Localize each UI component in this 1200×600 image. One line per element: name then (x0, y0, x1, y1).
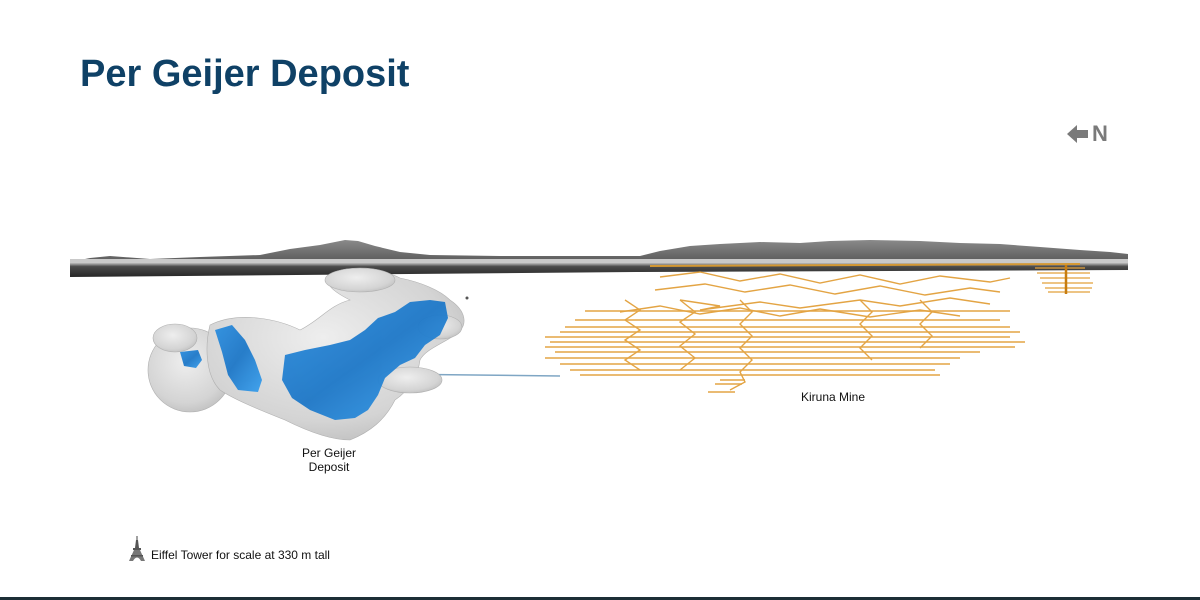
kiruna-mine-tunnels (545, 263, 1081, 393)
satellite-tunnels (1035, 265, 1093, 294)
scale-note: Eiffel Tower for scale at 330 m tall (127, 536, 330, 562)
kiruna-mine-label: Kiruna Mine (800, 390, 866, 404)
north-label: N (1092, 121, 1108, 146)
marker-dot (465, 296, 469, 300)
north-indicator: N (1067, 121, 1108, 147)
terrain-surface (70, 240, 1128, 277)
per-geijer-ore-body (180, 300, 448, 420)
footer-divider (0, 597, 1200, 600)
page-title: Per Geijer Deposit (80, 53, 410, 95)
scale-note-text: Eiffel Tower for scale at 330 m tall (151, 548, 330, 562)
eiffel-tower-icon (129, 536, 145, 561)
per-geijer-label: Per Geijer Deposit (284, 446, 374, 474)
arrow-left-icon (1067, 125, 1088, 143)
per-geijer-label-line2: Deposit (308, 460, 350, 474)
per-geijer-label-line1: Per Geijer (301, 446, 357, 460)
